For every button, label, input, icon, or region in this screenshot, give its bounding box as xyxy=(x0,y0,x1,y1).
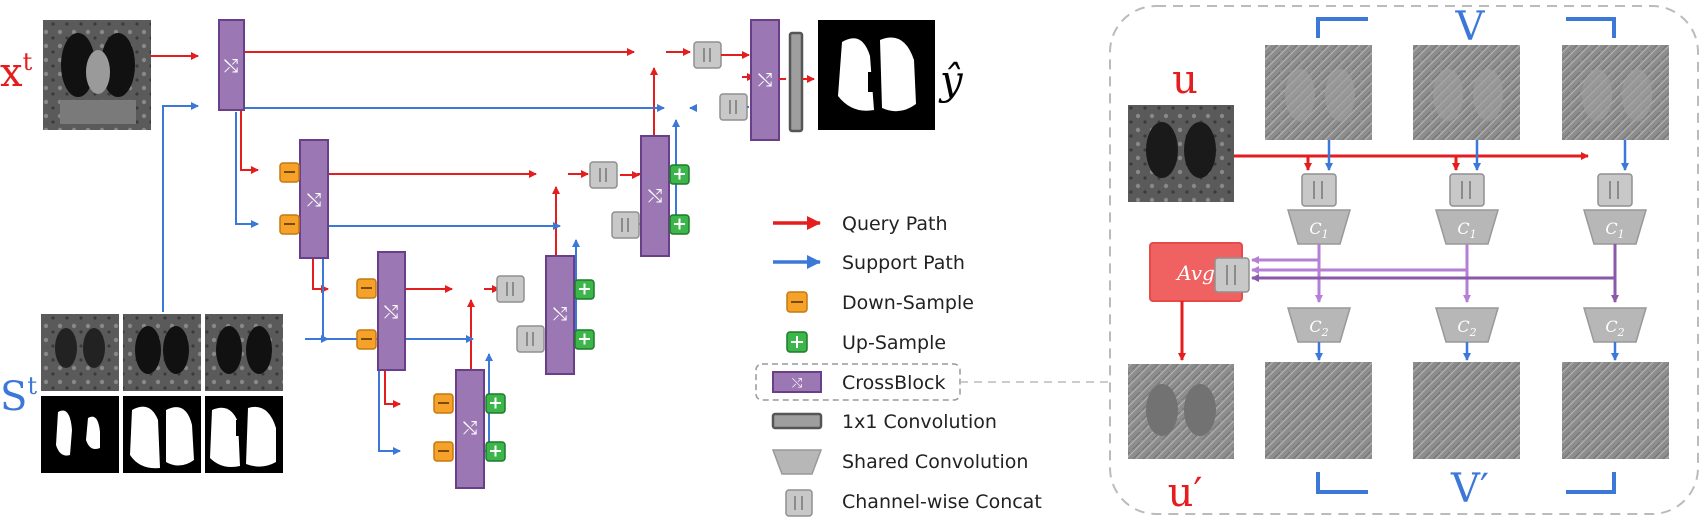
c2-to-v-prime xyxy=(1315,342,1619,361)
crossblock-up-2: ⤭ xyxy=(640,135,670,257)
crossblock-detail-panel: u u′ V V′ xyxy=(1109,4,1699,516)
svg-text:⤭: ⤭ xyxy=(792,376,803,391)
c2-block-2: C2 xyxy=(1434,307,1500,343)
avg-concat xyxy=(1214,257,1250,293)
svg-text:Down-Sample: Down-Sample xyxy=(842,292,974,314)
v-support-lines xyxy=(1325,140,1629,171)
concat-1q xyxy=(693,41,722,69)
legend-crossblock: ⤭ CrossBlock xyxy=(755,363,961,401)
crossblock-level-2: ⤭ xyxy=(299,139,329,259)
svg-text:⤭: ⤭ xyxy=(384,302,398,323)
crossblock-level-3: ⤭ xyxy=(377,251,406,371)
support-images xyxy=(41,314,283,473)
panel-concat-blocks xyxy=(1301,156,1633,207)
concat-3s xyxy=(516,325,545,353)
up-sample-2q xyxy=(574,279,595,300)
c1-block-3: C1 xyxy=(1582,209,1648,245)
query-input-label: xt xyxy=(0,48,33,96)
v-prime-bracket xyxy=(1316,472,1616,494)
down-sample-3s xyxy=(433,441,454,462)
top-connections xyxy=(620,51,750,179)
up-sample-2s xyxy=(574,329,595,350)
crossblock-level-1: ⤭ xyxy=(218,19,245,111)
concat-blocks xyxy=(496,41,748,353)
svg-text:⤭: ⤭ xyxy=(463,418,477,439)
legend-down-sample: Down-Sample xyxy=(786,291,974,314)
down-sample-1q xyxy=(279,162,300,183)
u-query-lines xyxy=(1234,152,1589,171)
down-sample-1s xyxy=(279,214,300,235)
svg-text:Shared Convolution: Shared Convolution xyxy=(842,451,1028,473)
down-sample-2q xyxy=(356,278,377,299)
svg-text:Avg: Avg xyxy=(1175,261,1215,285)
svg-text:C2: C2 xyxy=(1457,317,1476,339)
c1-block-1: C1 xyxy=(1286,209,1352,245)
svg-text:Up-Sample: Up-Sample xyxy=(842,332,946,354)
down-sample-3q xyxy=(433,393,454,414)
legend: Query Path Support Path Down-Sample Up-S… xyxy=(755,213,1042,517)
legend-channel-concat: Channel-wise Concat xyxy=(785,489,1042,517)
svg-text:C1: C1 xyxy=(1309,219,1328,241)
concat-2s xyxy=(611,211,640,239)
svg-text:Channel-wise Concat: Channel-wise Concat xyxy=(842,491,1042,513)
svg-text:C1: C1 xyxy=(1457,219,1476,241)
crossblock-up-3: ⤭ xyxy=(545,255,575,375)
v-bracket xyxy=(1316,17,1616,38)
legend-query-path: Query Path xyxy=(773,213,948,235)
c1-blocks: C1 C1 C1 xyxy=(1286,209,1648,245)
svg-text:C2: C2 xyxy=(1309,317,1328,339)
legend-conv-1x1: 1x1 Convolution xyxy=(771,411,997,433)
svg-text:1x1 Convolution: 1x1 Convolution xyxy=(842,411,997,433)
crossblock-modules: ⤭ ⤭ ⤭ ⤭ ⤭ ⤭ ⤭ xyxy=(218,19,780,489)
down-sample-blocks xyxy=(279,162,454,462)
down-sample-2s xyxy=(356,329,377,350)
svg-text:CrossBlock: CrossBlock xyxy=(842,372,945,394)
u-label: u xyxy=(1172,57,1198,103)
up-sample-3q xyxy=(485,393,506,414)
output-mask-image xyxy=(818,20,935,130)
query-image xyxy=(43,20,151,130)
v-prime-label: V′ xyxy=(1450,466,1489,512)
svg-text:⤭: ⤭ xyxy=(224,56,238,77)
c2-block-3: C2 xyxy=(1582,307,1648,343)
svg-text:Query Path: Query Path xyxy=(842,213,948,235)
attention-paths xyxy=(1251,244,1619,303)
crossblock-bottleneck: ⤭ xyxy=(455,369,485,489)
concat-2q xyxy=(589,161,618,189)
u-prime-feature-image xyxy=(1128,364,1234,459)
legend-support-path: Support Path xyxy=(773,252,965,274)
svg-text:C1: C1 xyxy=(1605,219,1624,241)
concat-3q xyxy=(496,275,525,303)
support-input-label: St xyxy=(0,372,37,420)
svg-text:Support Path: Support Path xyxy=(842,252,965,274)
u-prime-label: u′ xyxy=(1168,470,1203,516)
v-prime-feature-images xyxy=(1265,362,1669,459)
v-feature-images xyxy=(1265,45,1669,140)
c2-blocks: C2 C2 C2 xyxy=(1286,307,1648,343)
output-label: ŷ xyxy=(938,58,964,104)
legend-shared-convolution: Shared Convolution xyxy=(771,449,1028,475)
svg-text:C2: C2 xyxy=(1605,317,1624,339)
legend-up-sample: Up-Sample xyxy=(786,331,946,354)
crossblock-up-1: ⤭ xyxy=(750,19,780,141)
c2-block-1: C2 xyxy=(1286,307,1352,343)
up-sample-1q xyxy=(669,164,690,185)
up-sample-3s xyxy=(485,441,506,462)
svg-text:⤭: ⤭ xyxy=(648,186,662,207)
concat-1s xyxy=(719,93,748,121)
final-conv-1x1 xyxy=(788,31,804,133)
c1-block-2: C1 xyxy=(1434,209,1500,245)
svg-text:⤭: ⤭ xyxy=(307,190,321,211)
v-label: V xyxy=(1455,4,1486,50)
up-sample-blocks xyxy=(485,164,690,462)
up-sample-1s xyxy=(669,214,690,235)
svg-text:⤭: ⤭ xyxy=(758,70,772,91)
u-feature-image xyxy=(1128,105,1234,202)
svg-text:⤭: ⤭ xyxy=(553,304,567,325)
